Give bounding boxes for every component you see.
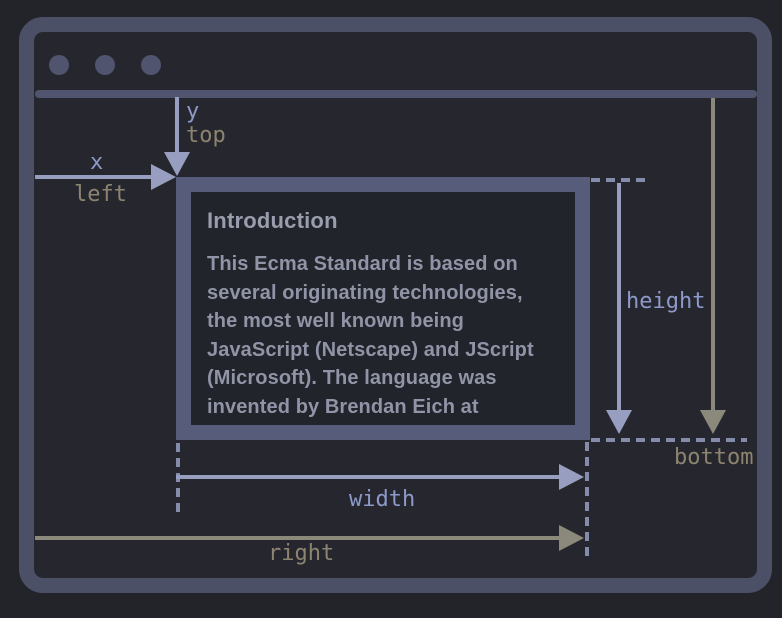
height-arrow-line <box>617 183 621 410</box>
top-edge-dashed-guide <box>591 178 648 182</box>
width-label: width <box>349 487 416 512</box>
element-box-content: Introduction This Ecma Standard is based… <box>191 192 575 421</box>
element-box: Introduction This Ecma Standard is based… <box>176 177 590 440</box>
arrow-right-icon <box>151 164 176 190</box>
right-arrow-line <box>35 536 559 540</box>
height-label: height <box>626 289 706 314</box>
x-arrow-line <box>35 175 151 179</box>
arrow-right-icon <box>559 525 584 551</box>
paragraph-line: several originating technologies, <box>207 281 523 304</box>
paragraph-line: invented by Brendan Eich at <box>207 395 479 418</box>
arrow-down-icon <box>606 410 632 434</box>
paragraph-line: (Microsoft). The language was <box>207 367 497 389</box>
y-arrow-line <box>175 97 179 153</box>
right-label: right <box>268 541 335 566</box>
paragraph-line: JavaScript (Netscape) and JScript <box>207 338 534 361</box>
y-label: y <box>186 99 200 124</box>
right-edge-dashed-guide <box>585 442 589 559</box>
arrow-right-icon <box>559 464 584 490</box>
width-arrow-line <box>176 475 559 479</box>
window-control-dot-icon <box>95 55 115 75</box>
window-control-dot-icon <box>141 55 161 75</box>
box-heading: Introduction <box>207 208 338 233</box>
bottom-label: bottom <box>674 445 754 470</box>
paragraph-line: the most well known being <box>207 310 464 332</box>
window-control-dot-icon <box>49 55 69 75</box>
paragraph-line: This Ecma Standard is based on <box>207 253 518 275</box>
x-label: x <box>90 150 104 175</box>
top-label: top <box>186 123 226 148</box>
arrow-down-icon <box>700 410 726 434</box>
box-paragraph: This Ecma Standard is based on several o… <box>207 250 563 421</box>
toolbar-divider <box>35 90 757 98</box>
left-label: left <box>74 182 127 207</box>
bottom-arrow-line <box>711 98 715 410</box>
bottom-edge-dashed-guide <box>591 438 747 442</box>
left-edge-dashed-guide <box>176 443 180 516</box>
